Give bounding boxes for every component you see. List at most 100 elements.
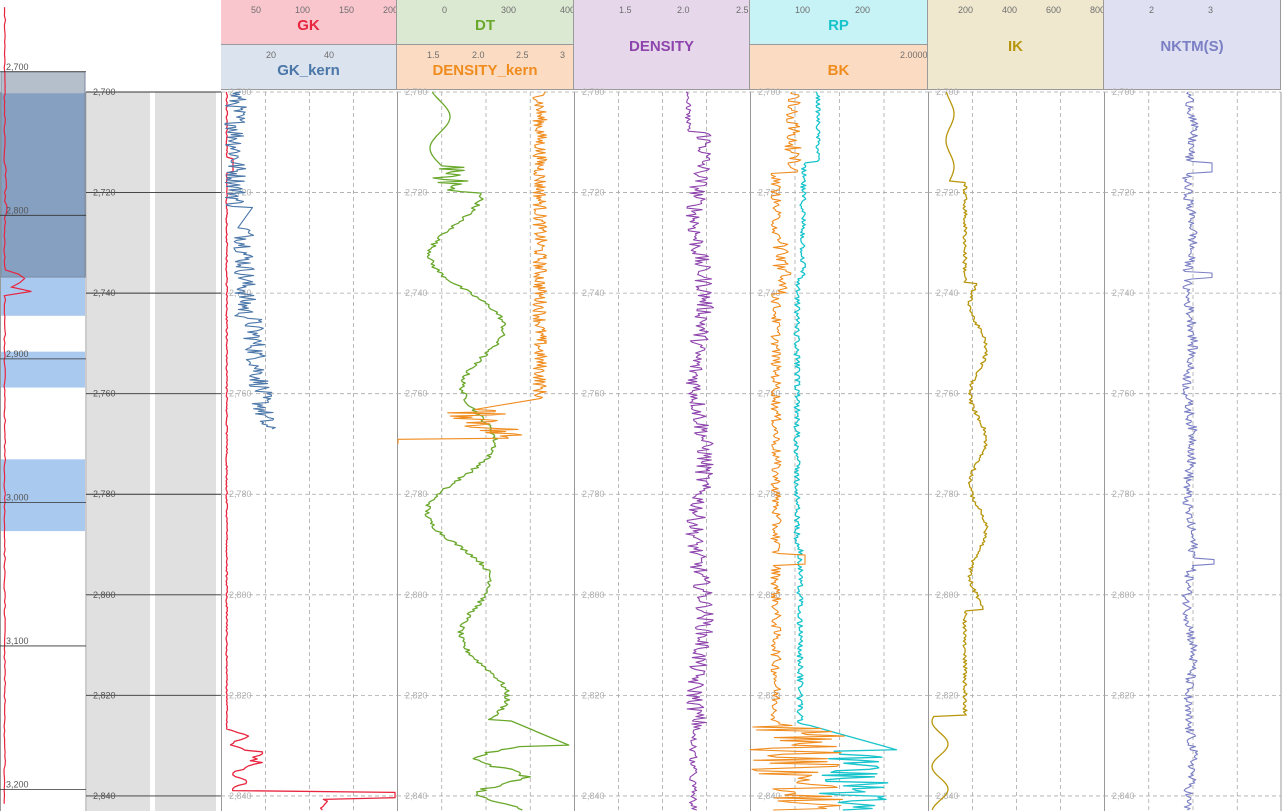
track-depth-label: 2,840 <box>405 791 428 801</box>
curve-header-dt[interactable]: DT 0 300 400 <box>397 0 574 45</box>
scale-tick-label: 20 <box>266 50 277 60</box>
ik-curve <box>931 91 989 811</box>
overview-visible-window <box>0 71 86 278</box>
track-depth-label: 2,760 <box>758 389 781 399</box>
scale-tick-label: 200 <box>855 5 871 15</box>
curve-name: DENSITY_kern <box>432 62 538 79</box>
track-depth-label: 2,780 <box>758 489 781 499</box>
depth-label: 2,820 <box>93 690 116 700</box>
track-depth-label: 2,760 <box>1112 389 1135 399</box>
scale-tick-label: 300 <box>501 5 517 15</box>
depth-label: 2,720 <box>93 188 116 198</box>
gk-kern-curve <box>224 91 276 430</box>
overview-gk-curve <box>3 7 32 804</box>
track-depth-label: 2,820 <box>229 690 252 700</box>
track-depth-label: 2,840 <box>229 791 252 801</box>
overview-depth-label: 3,000 <box>6 492 29 502</box>
overview-interval <box>1 93 85 316</box>
depth-label: 2,700 <box>93 87 116 97</box>
scale-tick-label: 1.5 <box>427 50 440 60</box>
track-depth-label: 2,700 <box>936 87 959 97</box>
scale-tick-label: 600 <box>1046 5 1062 15</box>
curve-name: RP <box>828 17 849 34</box>
overview-depth-label: 2,900 <box>6 349 29 359</box>
track-depth-label: 2,820 <box>758 690 781 700</box>
track-depth-label: 2,820 <box>936 690 959 700</box>
depth-label: 2,740 <box>93 288 116 298</box>
scale-tick-label: 2.5 <box>516 50 529 60</box>
track-depth-label: 2,720 <box>1112 188 1135 198</box>
scale-tick-label: 400 <box>560 5 574 15</box>
track-depth-label: 2,700 <box>582 87 605 97</box>
curve-name: DT <box>475 17 495 34</box>
track-depth-label: 2,740 <box>405 288 428 298</box>
track-depth-label: 2,720 <box>936 188 959 198</box>
track-depth-label: 2,800 <box>758 590 781 600</box>
track-depth-label: 2,760 <box>936 389 959 399</box>
track-depth-label: 2,800 <box>936 590 959 600</box>
rp-curve <box>793 91 898 811</box>
track-depth-label: 2,780 <box>1112 489 1135 499</box>
track-depth-label: 2,720 <box>582 188 605 198</box>
curve-header-bk[interactable]: BK2.00000 <box>750 45 928 90</box>
track-depth-label: 2,840 <box>936 791 959 801</box>
scale-tick-label: 2.5 <box>736 5 749 15</box>
track-depth-label: 2,700 <box>405 87 428 97</box>
nktm-curve <box>1181 91 1215 811</box>
track-depth-label: 2,740 <box>758 288 781 298</box>
density-curve <box>684 91 715 811</box>
gk-curve <box>225 91 396 811</box>
track-depth-label: 2,820 <box>405 690 428 700</box>
track-depth-label: 2,800 <box>229 590 252 600</box>
overview-interval <box>1 351 85 388</box>
track-depth-label: 2,820 <box>582 690 605 700</box>
track-depth-label: 2,740 <box>1112 288 1135 298</box>
scale-tick-label: 150 <box>339 5 355 15</box>
depth-label: 2,780 <box>93 489 116 499</box>
overview-interval <box>1 459 85 532</box>
track-depth-label: 2,720 <box>405 188 428 198</box>
curve-name: DENSITY <box>628 38 694 55</box>
overview-depth-label: 3,200 <box>6 779 29 789</box>
bk-curve <box>749 91 845 811</box>
curve-header-density[interactable]: DENSITY 1.5 2.0 2.5 <box>574 0 750 90</box>
scale-tick-label: 3 <box>1208 5 1214 15</box>
track-depth-label: 2,740 <box>582 288 605 298</box>
track-depth-label: 2,780 <box>582 489 605 499</box>
curve-name: IK <box>1008 38 1023 55</box>
track-depth-label: 2,800 <box>582 590 605 600</box>
track-depth-label: 2,780 <box>405 489 428 499</box>
track-depth-label: 2,760 <box>229 389 252 399</box>
density-kern-curve <box>397 91 548 444</box>
track-depth-label: 2,780 <box>936 489 959 499</box>
track-depth-label: 2,780 <box>229 489 252 499</box>
track-depth-label: 2,720 <box>758 188 781 198</box>
scale-tick-label: 2.00000 <box>900 50 928 60</box>
depth-label: 2,840 <box>93 791 116 801</box>
track-depth-label: 2,740 <box>936 288 959 298</box>
track-depth-label: 2,820 <box>1112 690 1135 700</box>
overview-depth-label: 3,100 <box>6 636 29 646</box>
scale-tick-label: 3 <box>560 50 566 60</box>
scale-tick-label: 1.5 <box>619 5 632 15</box>
scale-tick-label: 200 <box>383 5 397 15</box>
track-depth-label: 2,800 <box>1112 590 1135 600</box>
scale-tick-label: 2.0 <box>677 5 690 15</box>
dt-curve <box>424 91 570 811</box>
track-depth-label: 2,760 <box>582 389 605 399</box>
scale-tick-label: 200 <box>958 5 974 15</box>
scale-tick-label: 400 <box>1002 5 1018 15</box>
track-depth-label: 2,800 <box>405 590 428 600</box>
scale-tick-label: 0 <box>442 5 448 15</box>
scale-tick-label: 50 <box>251 5 262 15</box>
curve-name: GK <box>297 17 320 34</box>
lithology-column <box>155 92 216 811</box>
depth-label: 2,800 <box>93 590 116 600</box>
